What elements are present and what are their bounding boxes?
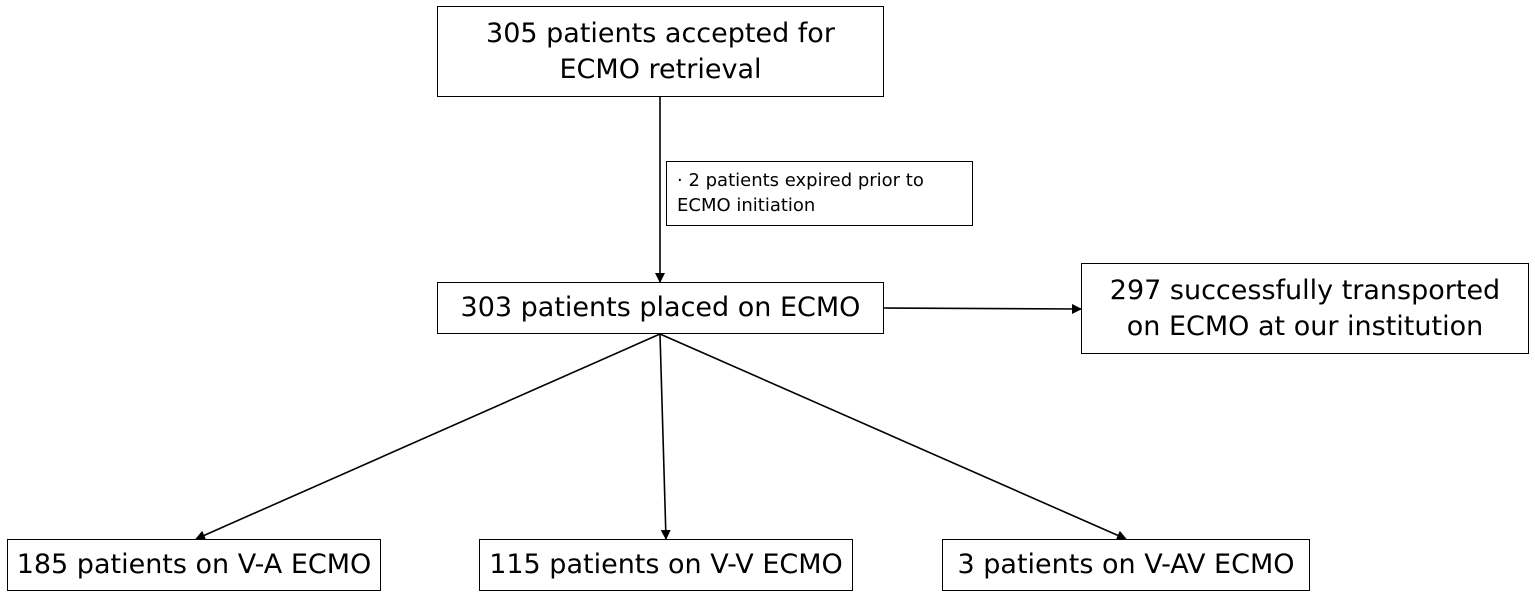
transported-box: 297 successfully transported on ECMO at … [1081,263,1529,354]
arrow-placed-to-vav [659,333,1127,540]
accepted-box: 305 patients accepted for ECMO retrieval [437,6,884,97]
vv-ecmo-text: 115 patients on V-V ECMO [489,549,843,581]
transported-text: 297 successfully transported on ECMO at … [1109,275,1501,342]
exclusion-note-text: · 2 patients expired prior to ECMO initi… [677,170,924,216]
va-ecmo-box: 185 patients on V-A ECMO [7,539,381,591]
vav-ecmo-box: 3 patients on V-AV ECMO [942,539,1310,591]
placed-box: 303 patients placed on ECMO [437,282,884,334]
arrow-placed-to-transported [883,303,1082,314]
placed-text: 303 patients placed on ECMO [460,292,861,324]
accepted-text: 305 patients accepted for ECMO retrieval [486,18,835,85]
vav-ecmo-text: 3 patients on V-AV ECMO [957,549,1295,581]
va-ecmo-text: 185 patients on V-A ECMO [16,549,372,581]
arrow-placed-to-vv [659,333,671,540]
vv-ecmo-box: 115 patients on V-V ECMO [479,539,853,591]
arrow-placed-to-va [195,333,661,540]
exclusion-note-box: · 2 patients expired prior to ECMO initi… [666,161,973,226]
